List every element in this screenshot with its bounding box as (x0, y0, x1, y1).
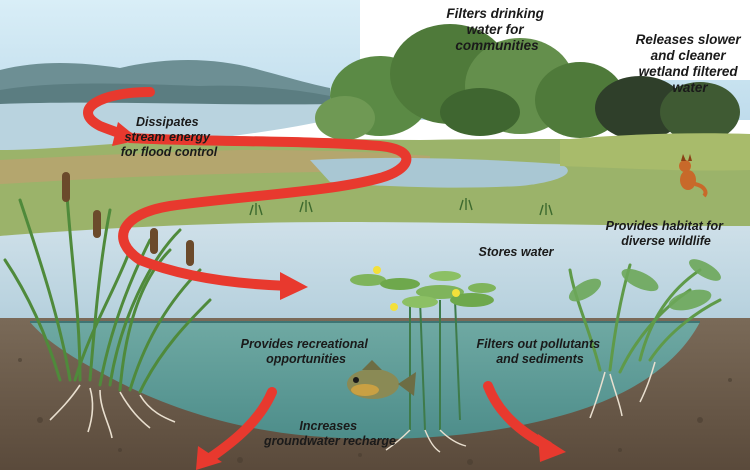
label-stores-water: Stores water (478, 245, 554, 259)
underwater-stems (409, 299, 461, 431)
label-dissipates: Dissipates stream energy for flood contr… (121, 115, 218, 159)
forest (315, 24, 740, 142)
groundwater-arrow-left (205, 387, 277, 463)
right-plant-leaves (568, 259, 721, 311)
lily-pad-icon (350, 266, 496, 311)
center-roots (385, 429, 467, 453)
cattail-icon (3, 178, 212, 394)
fish-icon (347, 360, 416, 399)
groundwater-arrowhead-left (196, 446, 222, 470)
groundwater-arrowhead-right (538, 434, 566, 462)
label-recreational: Provides recreational opportunities (241, 337, 372, 366)
label-groundwater: Increases groundwater recharge (263, 419, 396, 448)
fox-icon (679, 154, 708, 198)
cattail-heads (62, 172, 194, 266)
stream-arrowhead-1 (112, 122, 140, 146)
label-filters-drinking: Filters drinking water for communities (446, 6, 547, 53)
label-releases-slower: Releases slower and cleaner wetland filt… (636, 32, 745, 95)
soil-texture (18, 358, 732, 465)
label-habitat: Provides habitat for diverse wildlife (606, 219, 727, 248)
right-roots (589, 361, 656, 419)
marsh-strip-brown (0, 150, 430, 184)
flow-arrows (83, 87, 566, 470)
left-roots (49, 384, 176, 439)
stream-arrowhead-2 (280, 272, 308, 300)
label-pollutants: Filters out pollutants and sediments (476, 337, 603, 366)
right-shore (560, 133, 750, 171)
grass-tufts (249, 198, 553, 216)
